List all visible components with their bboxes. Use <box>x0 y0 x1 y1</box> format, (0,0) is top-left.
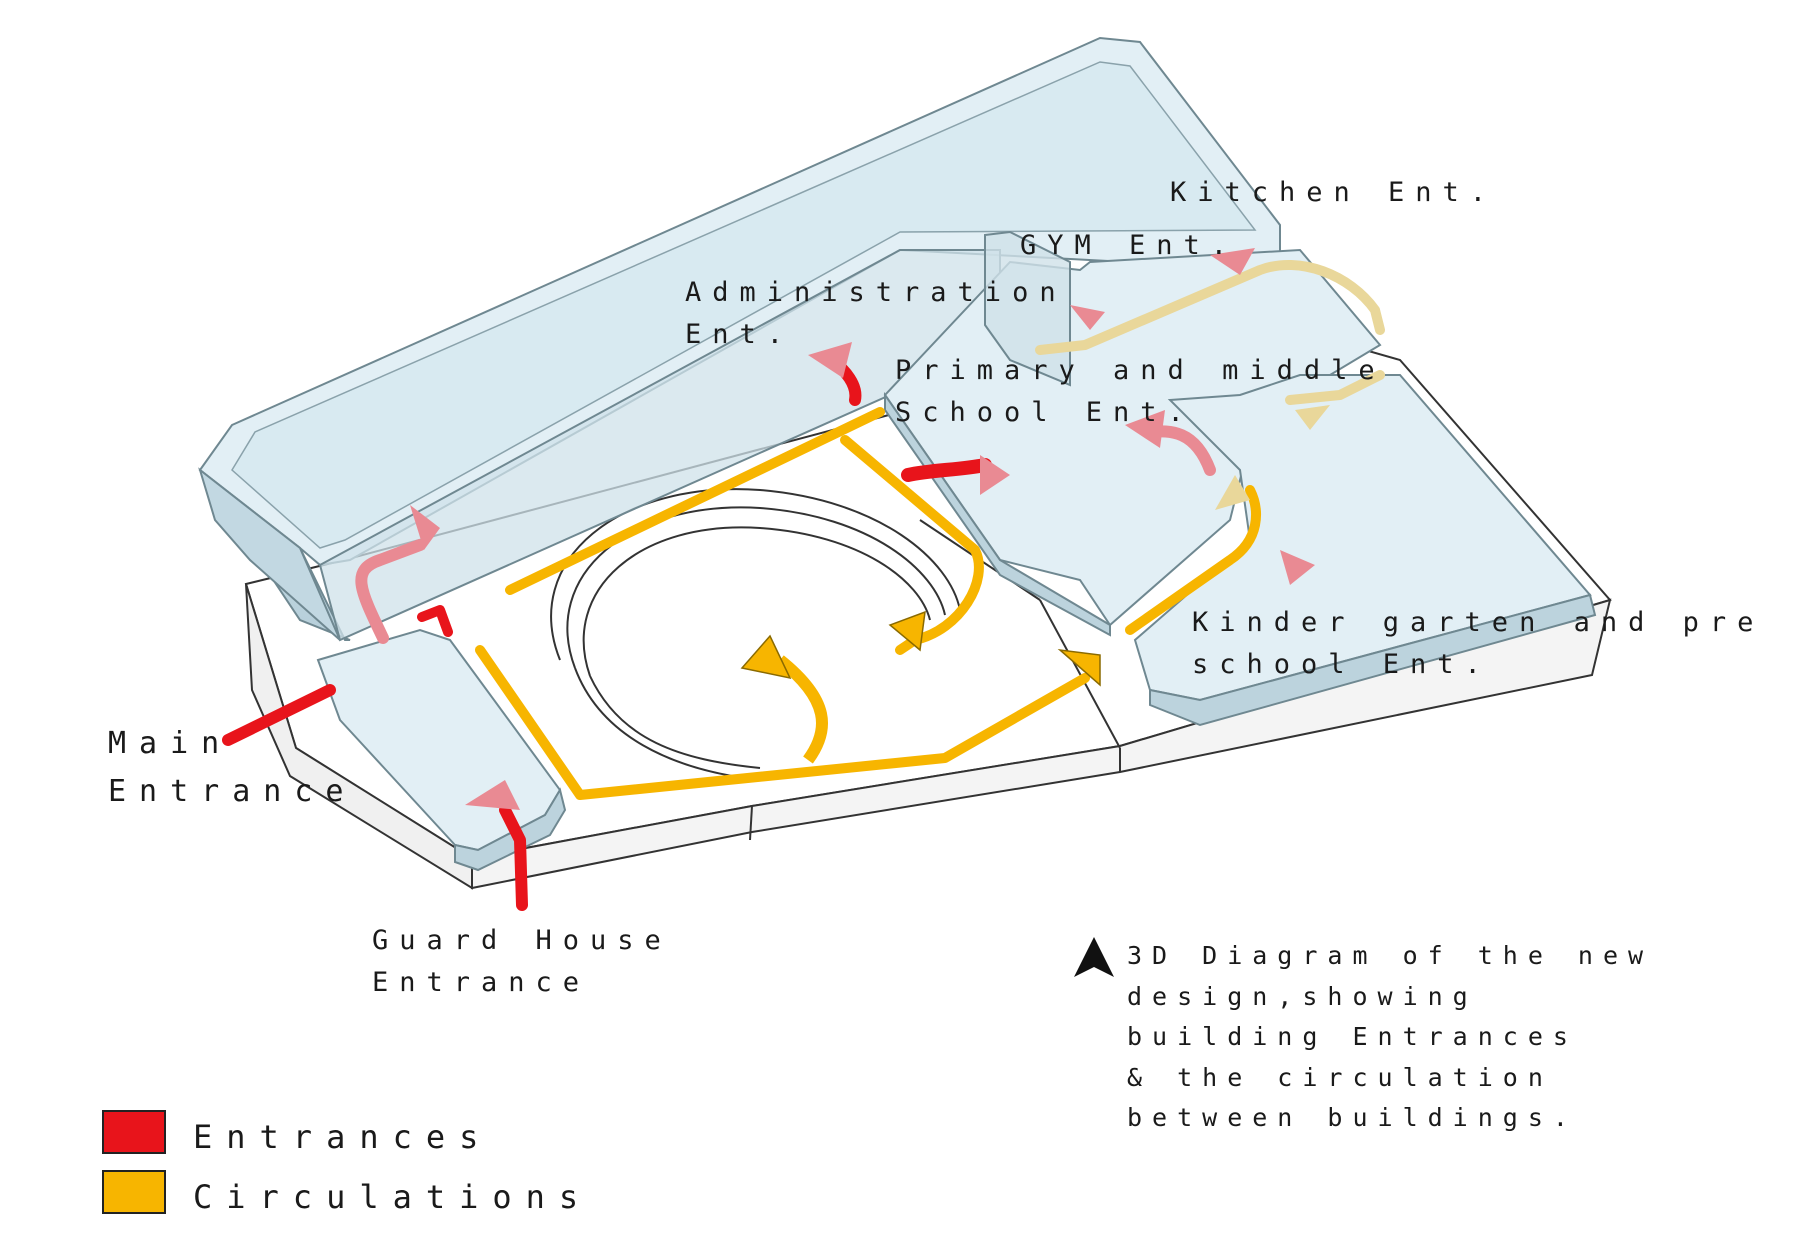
primary-middle-school-entrance-label: Primary and middle School Ent. <box>895 355 1386 428</box>
entrance-arrow-icon <box>410 505 440 550</box>
guard-house-entrance-label: Guard House Entrance <box>372 925 672 998</box>
legend-swatch-entrances <box>102 1110 166 1154</box>
admin-block-left-face <box>198 467 341 641</box>
guard-house-side <box>454 787 567 872</box>
main-entrance-path <box>222 684 336 746</box>
kindergarten-entrance-label: Kinder garten and pre school Ent. <box>1192 607 1765 680</box>
legend-swatch-circulations <box>102 1170 166 1214</box>
track-ring-outer <box>550 488 961 661</box>
track-ring-mid <box>566 506 946 669</box>
circulation-arrow-icon <box>740 634 792 680</box>
circulation-arrow-icon-faded <box>1215 475 1250 510</box>
track-inner-wall <box>589 675 761 769</box>
site-base-side-front <box>471 598 1612 890</box>
circulation-arrow-icon <box>776 655 829 764</box>
admin-entrance-path <box>355 539 426 644</box>
main-entrance-riser <box>417 605 453 637</box>
circulation-path-admin-front <box>505 407 885 595</box>
circulation-arrow-icon <box>888 610 926 652</box>
circulation-paths <box>475 260 1385 800</box>
diagram-caption: 3D Diagram of the new design,showing bui… <box>1127 941 1654 1132</box>
admin-block-inner-rim <box>231 61 1257 549</box>
circulation-path-link-faded <box>1285 370 1385 405</box>
entrance-arrow-icon <box>980 455 1010 495</box>
circulation-path-to-kindergarten <box>1125 485 1261 635</box>
entrance-arrows <box>410 248 1315 810</box>
primary-middle-entrance-path <box>901 458 992 482</box>
administration-block <box>198 36 1281 642</box>
legend-label-entrances: Entrances <box>193 1118 493 1156</box>
circulation-arrow-icon-faded <box>1295 405 1330 430</box>
site-divider-line <box>749 805 753 841</box>
entrance-arrow-icon <box>465 780 520 810</box>
kindergarten-block <box>1133 374 1597 727</box>
site-divider-line <box>1039 599 1121 749</box>
track-ring-inner <box>582 526 931 677</box>
entrance-arrow-icon <box>1125 410 1165 448</box>
entrance-arrow-icon <box>1280 550 1315 585</box>
north-arrow-icon <box>1074 937 1114 977</box>
entrance-arrow-icon <box>808 342 852 378</box>
circulation-arrow-icon <box>1057 648 1101 687</box>
gym-block-front <box>884 391 1111 637</box>
entrance-arrow-icon <box>1210 248 1255 275</box>
administration-entrance-label: Administration Ent. <box>685 277 1067 350</box>
legend-label-circulations: Circulations <box>193 1178 593 1216</box>
circulation-path-west <box>475 645 1090 800</box>
main-entrance-label: Main Entrance <box>108 726 357 809</box>
gym-entrance-label: GYM Ent. <box>1020 230 1239 261</box>
entrance-arrow-icon <box>1070 305 1105 330</box>
guard-house-entrance-path <box>499 804 528 911</box>
site-base-side-left <box>245 583 473 890</box>
kitchen-entrance-label: Kitchen Ent. <box>1170 177 1498 208</box>
circulation-path-roof-faded <box>1035 260 1385 355</box>
circulation-arrows <box>740 405 1330 764</box>
kindergarten-block-front <box>1149 593 1597 727</box>
